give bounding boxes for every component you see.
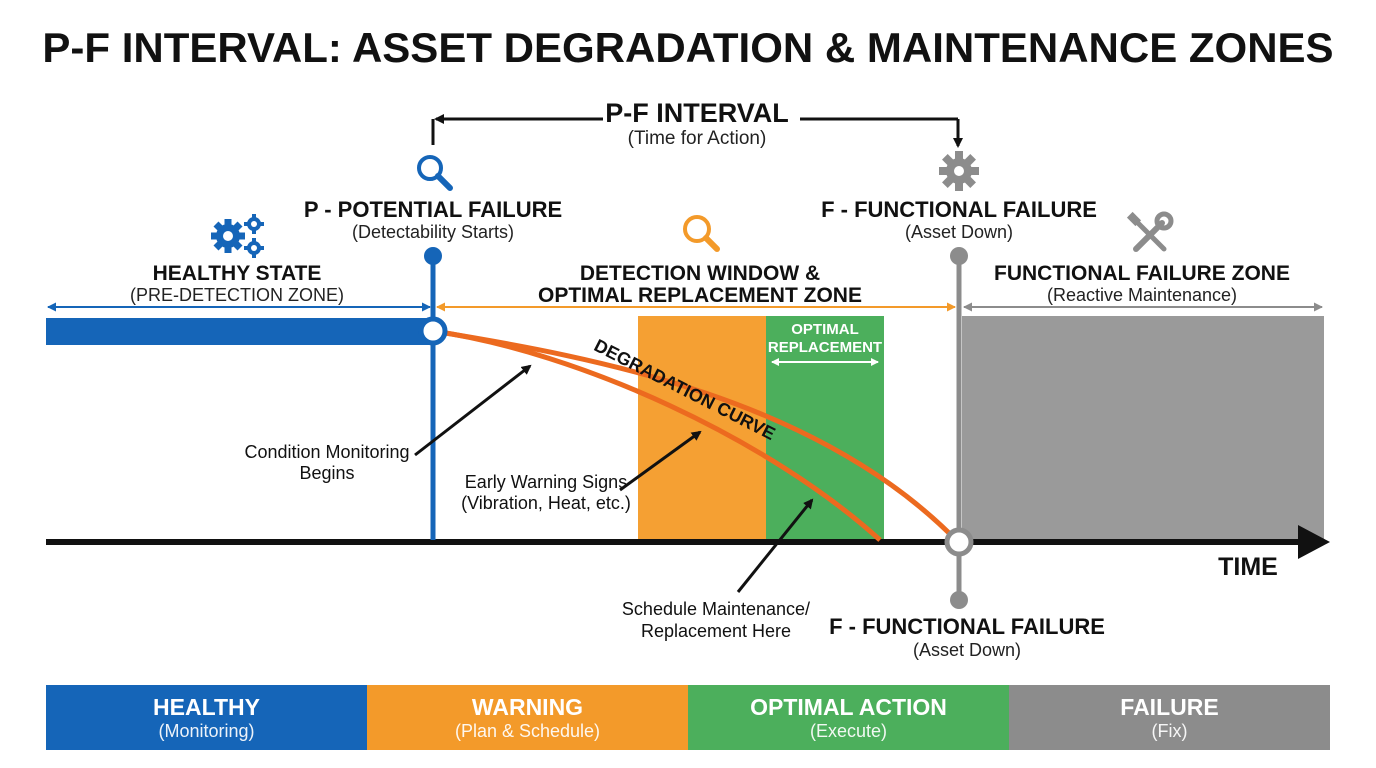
healthy-zone-sub: (PRE-DETECTION ZONE) bbox=[130, 285, 344, 305]
condition-monitoring-arrow bbox=[414, 364, 532, 457]
f-point-top-dot bbox=[950, 247, 968, 265]
healthy-band bbox=[46, 318, 433, 345]
detection-magnifier-icon bbox=[683, 215, 720, 252]
schedule-arrow bbox=[736, 498, 814, 593]
f-point-top-label: F - FUNCTIONAL FAILURE bbox=[821, 197, 1097, 222]
schedule-line2: Replacement Here bbox=[641, 621, 791, 641]
p-point-marker bbox=[418, 316, 448, 346]
pf-interval-label: P-F INTERVAL bbox=[605, 98, 789, 128]
pf-interval-bracket bbox=[431, 114, 963, 148]
legend-optimal-sub: (Execute) bbox=[809, 720, 888, 741]
failure-zone bbox=[962, 316, 1324, 540]
legend-failure-label: FAILURE bbox=[1120, 693, 1219, 720]
wrench-screwdriver-icon bbox=[1126, 211, 1174, 252]
healthy-gears-icon bbox=[211, 214, 264, 258]
schedule-line1: Schedule Maintenance/ bbox=[622, 599, 810, 619]
optimal-zone-line1: OPTIMAL bbox=[791, 321, 859, 338]
early-warning-arrow bbox=[619, 430, 702, 492]
p-point-top-dot bbox=[424, 247, 442, 265]
pf-interval-sub: (Time for Action) bbox=[628, 128, 767, 149]
f-point-bottom-dot bbox=[950, 591, 968, 609]
f-point-marker bbox=[944, 527, 974, 557]
legend-optimal-action: OPTIMAL ACTION (Execute) bbox=[688, 685, 1009, 750]
f-point-bottom-label: F - FUNCTIONAL FAILURE bbox=[829, 614, 1105, 639]
f-gear-icon bbox=[939, 151, 979, 191]
f-point-top-sub: (Asset Down) bbox=[905, 222, 1013, 242]
p-magnifier-icon bbox=[417, 155, 453, 191]
time-axis-label: TIME bbox=[1218, 553, 1278, 581]
time-axis-arrowhead bbox=[1298, 525, 1330, 559]
legend-warning: WARNING (Plan & Schedule) bbox=[367, 685, 688, 750]
condition-monitoring-line1: Condition Monitoring bbox=[244, 442, 409, 462]
legend-failure-sub: (Fix) bbox=[1151, 720, 1188, 741]
optimal-zone-line2: REPLACEMENT bbox=[768, 339, 882, 356]
legend-warning-sub: (Plan & Schedule) bbox=[454, 720, 601, 741]
legend-optimal-label: OPTIMAL ACTION bbox=[750, 693, 947, 720]
legend-warning-label: WARNING bbox=[471, 693, 584, 720]
condition-monitoring-line2: Begins bbox=[299, 463, 354, 483]
failure-zone-sub: (Reactive Maintenance) bbox=[1047, 285, 1237, 305]
early-warning-line2: (Vibration, Heat, etc.) bbox=[461, 493, 631, 513]
legend-healthy-label: HEALTHY bbox=[153, 693, 260, 720]
degradation-curve-lower bbox=[432, 328, 882, 542]
page-title: P-F INTERVAL: ASSET DEGRADATION & MAINTE… bbox=[42, 24, 1333, 71]
warning-zone bbox=[638, 316, 766, 540]
healthy-zone-label: HEALTHY STATE bbox=[153, 262, 322, 285]
f-point-bottom-sub: (Asset Down) bbox=[913, 640, 1021, 660]
legend-healthy: HEALTHY (Monitoring) bbox=[46, 685, 367, 750]
legend-failure: FAILURE (Fix) bbox=[1009, 685, 1330, 750]
detection-zone-label-1: DETECTION WINDOW & bbox=[580, 262, 820, 285]
p-point-sub: (Detectability Starts) bbox=[352, 222, 514, 242]
detection-zone-label-2: OPTIMAL REPLACEMENT ZONE bbox=[538, 284, 862, 307]
p-point-label: P - POTENTIAL FAILURE bbox=[304, 197, 562, 222]
early-warning-line1: Early Warning Signs bbox=[465, 472, 627, 492]
failure-zone-label: FUNCTIONAL FAILURE ZONE bbox=[994, 262, 1290, 285]
optimal-zone bbox=[766, 316, 884, 540]
legend-healthy-sub: (Monitoring) bbox=[158, 720, 255, 741]
